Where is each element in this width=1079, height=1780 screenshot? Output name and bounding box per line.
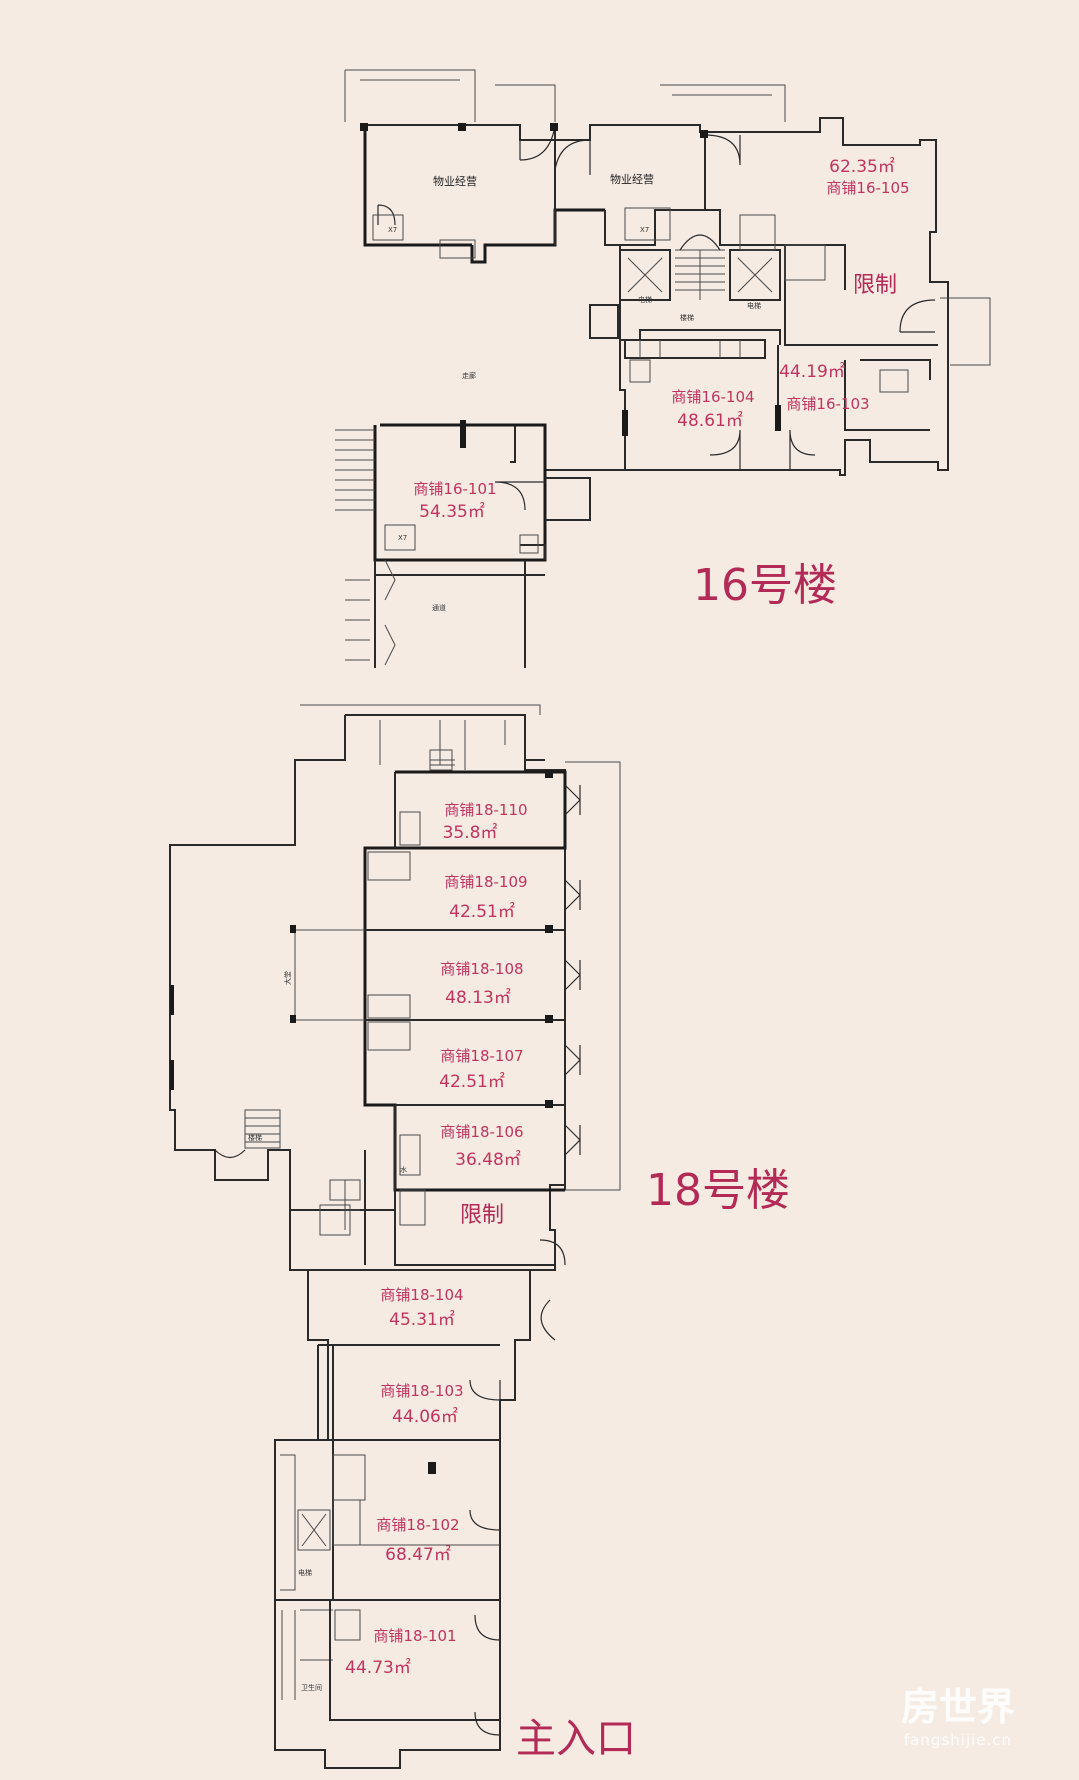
- building-16-plan: X7 X7 X7 走廊 电梯 楼梯 电梯 通道 物业经营 物业经营 62.35㎡…: [335, 69, 991, 668]
- svg-text:电梯: 电梯: [747, 301, 761, 310]
- shop-18-103-label: 商铺18-103: [380, 1382, 463, 1400]
- svg-text:楼梯: 楼梯: [680, 313, 694, 322]
- shop-18-106-area: 36.48㎡: [455, 1150, 521, 1170]
- shop-16-103-label: 商铺16-103: [786, 395, 869, 413]
- shop-18-101-area: 44.73㎡: [345, 1658, 411, 1678]
- building-18-restricted-label: 限制: [460, 1203, 504, 1228]
- building-18-title: 18号楼: [646, 1165, 790, 1216]
- shop-18-101-label: 商铺18-101: [373, 1627, 456, 1645]
- shop-18-102-area: 68.47㎡: [385, 1545, 451, 1565]
- svg-text:X7: X7: [388, 226, 397, 234]
- svg-text:电梯: 电梯: [298, 1568, 312, 1577]
- building-16-title: 16号楼: [693, 560, 837, 611]
- room-label-property-a: 物业经营: [433, 174, 477, 188]
- shop-18-108-label: 商铺18-108: [440, 960, 523, 978]
- svg-text:X7: X7: [640, 226, 649, 234]
- shop-18-108-area: 48.13㎡: [445, 988, 511, 1008]
- building-18-plan: 大堂: [169, 704, 621, 1769]
- shop-16-105-area: 62.35㎡: [829, 157, 895, 177]
- shop-18-104-area: 45.31㎡: [389, 1310, 455, 1330]
- main-entrance-label: 主入口: [516, 1716, 636, 1762]
- shop-16-101-label: 商铺16-101: [413, 480, 496, 498]
- svg-text:楼梯: 楼梯: [248, 1133, 262, 1142]
- svg-text:卫生间: 卫生间: [301, 1683, 322, 1692]
- shop-18-107-area: 42.51㎡: [439, 1072, 505, 1092]
- shop-16-104-label: 商铺16-104: [671, 388, 754, 406]
- shop-18-103-area: 44.06㎡: [392, 1407, 458, 1427]
- shop-18-109-label: 商铺18-109: [444, 873, 527, 891]
- shop-16-103-area: 44.19㎡: [779, 362, 845, 382]
- shop-16-105-label: 商铺16-105: [826, 179, 909, 197]
- svg-text:X7: X7: [398, 534, 407, 542]
- shop-18-102-label: 商铺18-102: [376, 1516, 459, 1534]
- shop-18-109-area: 42.51㎡: [449, 902, 515, 922]
- shop-18-107-label: 商铺18-107: [440, 1047, 523, 1065]
- building-16-restricted-label: 限制: [853, 273, 897, 298]
- svg-text:水: 水: [400, 1165, 407, 1174]
- svg-text:走廊: 走廊: [462, 371, 476, 380]
- svg-text:电梯: 电梯: [638, 295, 652, 304]
- shop-18-104-label: 商铺18-104: [380, 1286, 463, 1304]
- shop-18-110-label: 商铺18-110: [444, 801, 527, 819]
- shop-16-104-area: 48.61㎡: [677, 411, 743, 431]
- shop-16-101-area: 54.35㎡: [419, 502, 485, 522]
- shop-18-106-label: 商铺18-106: [440, 1123, 523, 1141]
- watermark-domain: fangshijie.cn: [904, 1731, 1012, 1749]
- room-label-property-b: 物业经营: [610, 172, 654, 186]
- svg-text:大堂: 大堂: [283, 971, 292, 985]
- watermark-logo: 房世界 fangshijie.cn: [901, 1685, 1015, 1749]
- shop-18-110-area: 35.8㎡: [443, 823, 498, 843]
- svg-text:通道: 通道: [432, 603, 446, 612]
- watermark-brand: 房世界: [901, 1685, 1015, 1729]
